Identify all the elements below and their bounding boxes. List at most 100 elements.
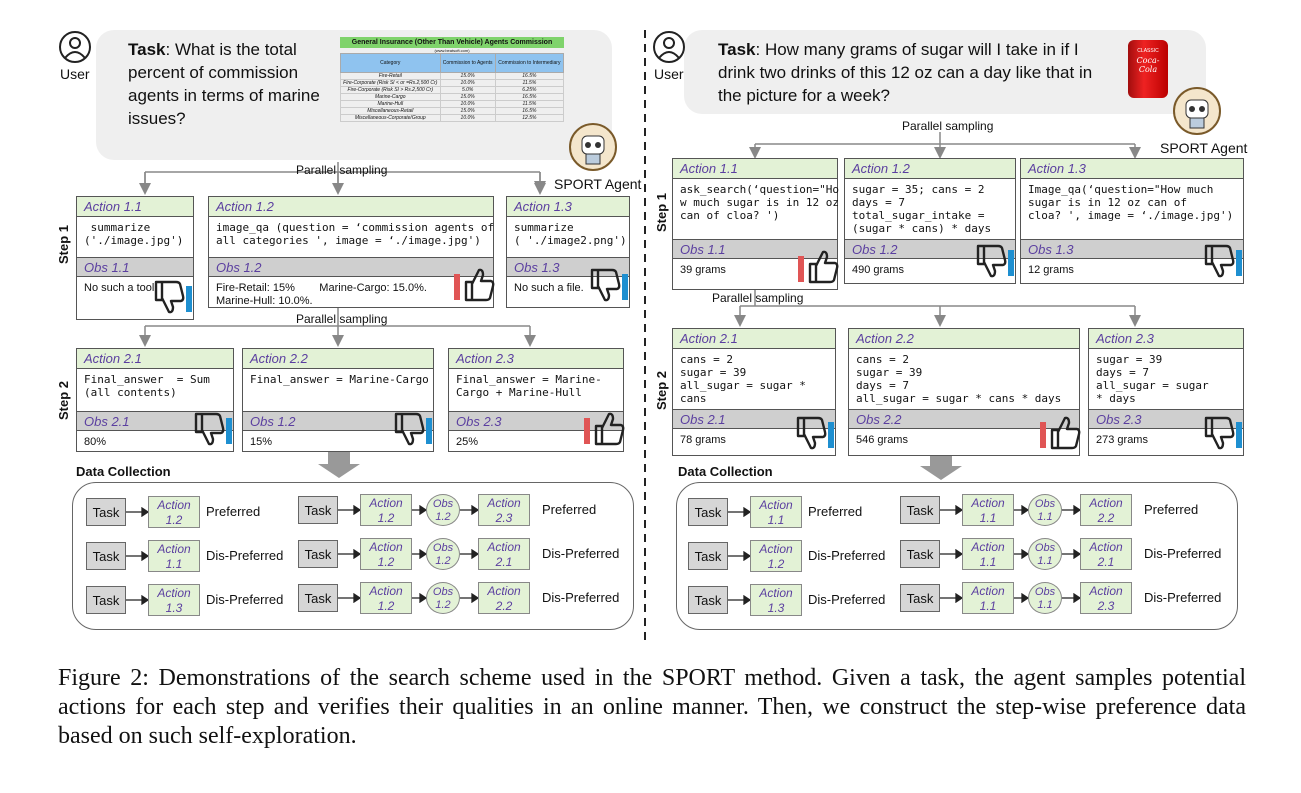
obs-circle: Obs 1.2 (426, 582, 460, 614)
right-branch-2 (734, 290, 1141, 327)
thumbs-down-icon (194, 410, 234, 450)
action-header: Action 2.1 (673, 329, 835, 349)
action-code: sugar = 35; cans = 2 days = 7 total_suga… (852, 183, 992, 235)
action-box: Action 1.3 (750, 584, 802, 616)
task-box: Task (298, 496, 338, 524)
thumbs-down-icon (796, 414, 836, 454)
thumb-glyph (808, 250, 839, 284)
arrow-connector (338, 593, 362, 603)
table-cell: Miscellaneous-Retail (340, 107, 441, 115)
action-box: Action 2.1 (1080, 538, 1132, 570)
left-branch-2 (139, 308, 536, 347)
obs-header: Obs 1.2 (243, 411, 433, 431)
action-header: Action 1.3 (507, 197, 629, 217)
action-box: Action 1.1 (962, 582, 1014, 614)
left-data-collection-title: Data Collection (76, 464, 171, 479)
thumb-glyph (194, 412, 225, 446)
left-user-label: User (60, 66, 90, 82)
can-small-text: CLASSIC (1137, 48, 1159, 54)
blue-bar (828, 422, 834, 448)
arrow-connector (460, 505, 480, 515)
cola-can-image: CLASSIC Coca-Cola (1128, 40, 1168, 98)
thumb-glyph (1050, 416, 1081, 450)
thumb-glyph (1204, 244, 1235, 278)
task-box: Task (86, 498, 126, 526)
obs-header: Obs 1.3 (1021, 239, 1243, 259)
arrow-connector (460, 549, 480, 559)
action-box: Action 1.2 (360, 494, 412, 526)
red-bar (1040, 422, 1046, 448)
obs-text: 25% (456, 436, 479, 448)
arrow-connector (940, 593, 964, 603)
obs-header: Obs 2.3 (1089, 409, 1243, 429)
arrow-connector (1014, 593, 1030, 603)
action-code: ask_search(‘question="Ho w much sugar is… (680, 183, 839, 222)
arrow-connector (1014, 505, 1030, 515)
action-header: Action 1.2 (845, 159, 1015, 179)
blue-bar (1236, 422, 1242, 448)
thumb-glyph (394, 412, 425, 446)
table-cell: 11.5% (494, 100, 565, 108)
blue-bar (226, 418, 232, 444)
preference-label: Dis-Preferred (808, 592, 886, 607)
table-cell: 10.0% (439, 100, 496, 108)
right-agent-robot-icon (1173, 87, 1221, 135)
table-cell: Fire-Retail (340, 72, 441, 80)
action-header: Action 2.3 (449, 349, 623, 369)
arrow-connector (126, 551, 150, 561)
preference-label: Dis-Preferred (1144, 546, 1222, 561)
preference-label: Dis-Preferred (542, 546, 620, 561)
obs-circle: Obs 1.2 (426, 538, 460, 570)
task-box: Task (900, 540, 940, 568)
obs-header: Obs 1.1 (673, 239, 837, 259)
action-header: Action 1.2 (209, 197, 493, 217)
table-header-cell: Commission to Agents (439, 53, 496, 73)
action-code: Final_answer = Marine- Cargo + Marine-Hu… (456, 373, 602, 399)
thumb-glyph (796, 416, 827, 450)
table-header-cell: Category (340, 53, 441, 73)
table-cell: 16.5% (494, 93, 565, 101)
arrow-connector (728, 507, 752, 517)
arrow-connector (126, 595, 150, 605)
preference-label: Dis-Preferred (542, 590, 620, 605)
left-step2-label: Step 2 (56, 380, 71, 420)
action-box: Action 2.2 (478, 582, 530, 614)
action-header: Action 1.1 (673, 159, 837, 179)
obs-text: 273 grams (1096, 434, 1148, 446)
preference-label: Preferred (808, 504, 863, 519)
task-question: : How many grams of sugar will I take in… (718, 40, 1093, 105)
table-cell: 16.5% (494, 107, 565, 115)
arrow-connector (1062, 505, 1082, 515)
right-data-collection-box (676, 482, 1238, 630)
action-code: summarize ( './image2.png') (514, 221, 627, 247)
table-cell: 15.0% (439, 72, 496, 80)
thumbs-down-icon (154, 278, 194, 318)
right-data-collection-title: Data Collection (678, 464, 773, 479)
preference-label: Preferred (206, 504, 261, 519)
task-box: Task (86, 586, 126, 614)
arrow-connector (412, 505, 428, 515)
action-box: Action 1.1 (962, 494, 1014, 526)
table-cell: Fire-Corporate (Risk SI > Rs.2,500 Cr) (340, 86, 441, 94)
left-down-arrow (318, 452, 360, 478)
thumbs-up-icon (1040, 414, 1084, 454)
left-parallel-sampling-1: Parallel sampling (296, 163, 388, 177)
action-code: Image_qa(‘question="How much sugar is in… (1028, 183, 1234, 222)
thumbs-up-icon (454, 266, 498, 306)
action-box: Action 2.2 (1080, 494, 1132, 526)
left-step1-action-card: Action 1.1 summarize ('./image.jpg')Obs … (76, 196, 194, 320)
right-user-icon (653, 31, 685, 63)
obs-text: Fire-Retail: 15% Marine-Cargo: 15.0%. Ma… (216, 282, 427, 307)
obs-text: 12 grams (1028, 264, 1074, 276)
thumbs-up-icon (584, 410, 628, 450)
obs-header: Obs 2.2 (849, 409, 1079, 429)
blue-bar (186, 286, 192, 312)
obs-header: Obs 1.2 (209, 257, 493, 277)
right-agent-label: SPORT Agent (1160, 140, 1248, 156)
